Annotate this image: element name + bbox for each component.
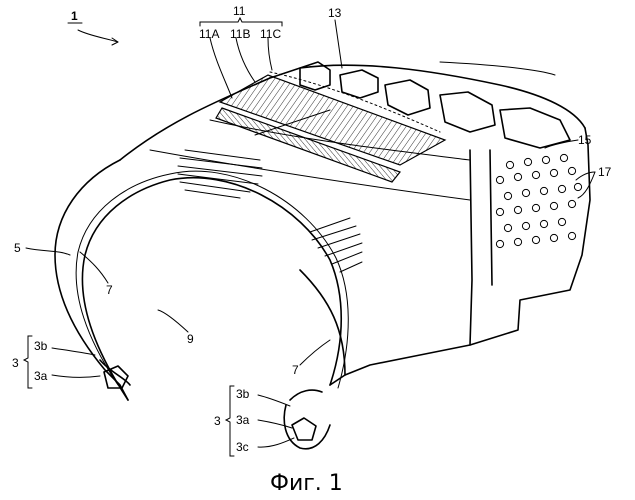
belt-layers (216, 72, 445, 182)
label-9: 9 (187, 332, 194, 346)
label-17: 17 (598, 165, 612, 179)
label-3c-right: 3c (236, 440, 249, 454)
brace-3-right (226, 386, 234, 456)
label-15: 15 (578, 133, 592, 147)
label-3a-right: 3a (236, 413, 250, 427)
label-1: 1 (71, 9, 78, 23)
label-11B: 11B (230, 27, 250, 41)
figure-caption: Фиг. 1 (270, 471, 343, 496)
label-11C: 11C (260, 27, 281, 41)
label-5: 5 (14, 241, 21, 255)
label-11A: 11A (199, 27, 219, 41)
label-3b-left: 3b (34, 339, 48, 353)
brace-3-left (24, 336, 32, 388)
label-13: 13 (328, 6, 342, 20)
label-3a-left: 3a (34, 369, 48, 383)
label-7-right: 7 (292, 363, 299, 377)
label-3b-right: 3b (236, 387, 250, 401)
label-11: 11 (233, 4, 246, 18)
label-3-left: 3 (12, 356, 19, 370)
sidewall-texture (178, 150, 362, 272)
label-3-right: 3 (214, 414, 221, 428)
bead-right (284, 390, 330, 449)
label-7-left: 7 (106, 283, 113, 297)
brace-11 (200, 18, 282, 26)
dimple-grid (496, 154, 581, 247)
bead-left (100, 360, 130, 388)
